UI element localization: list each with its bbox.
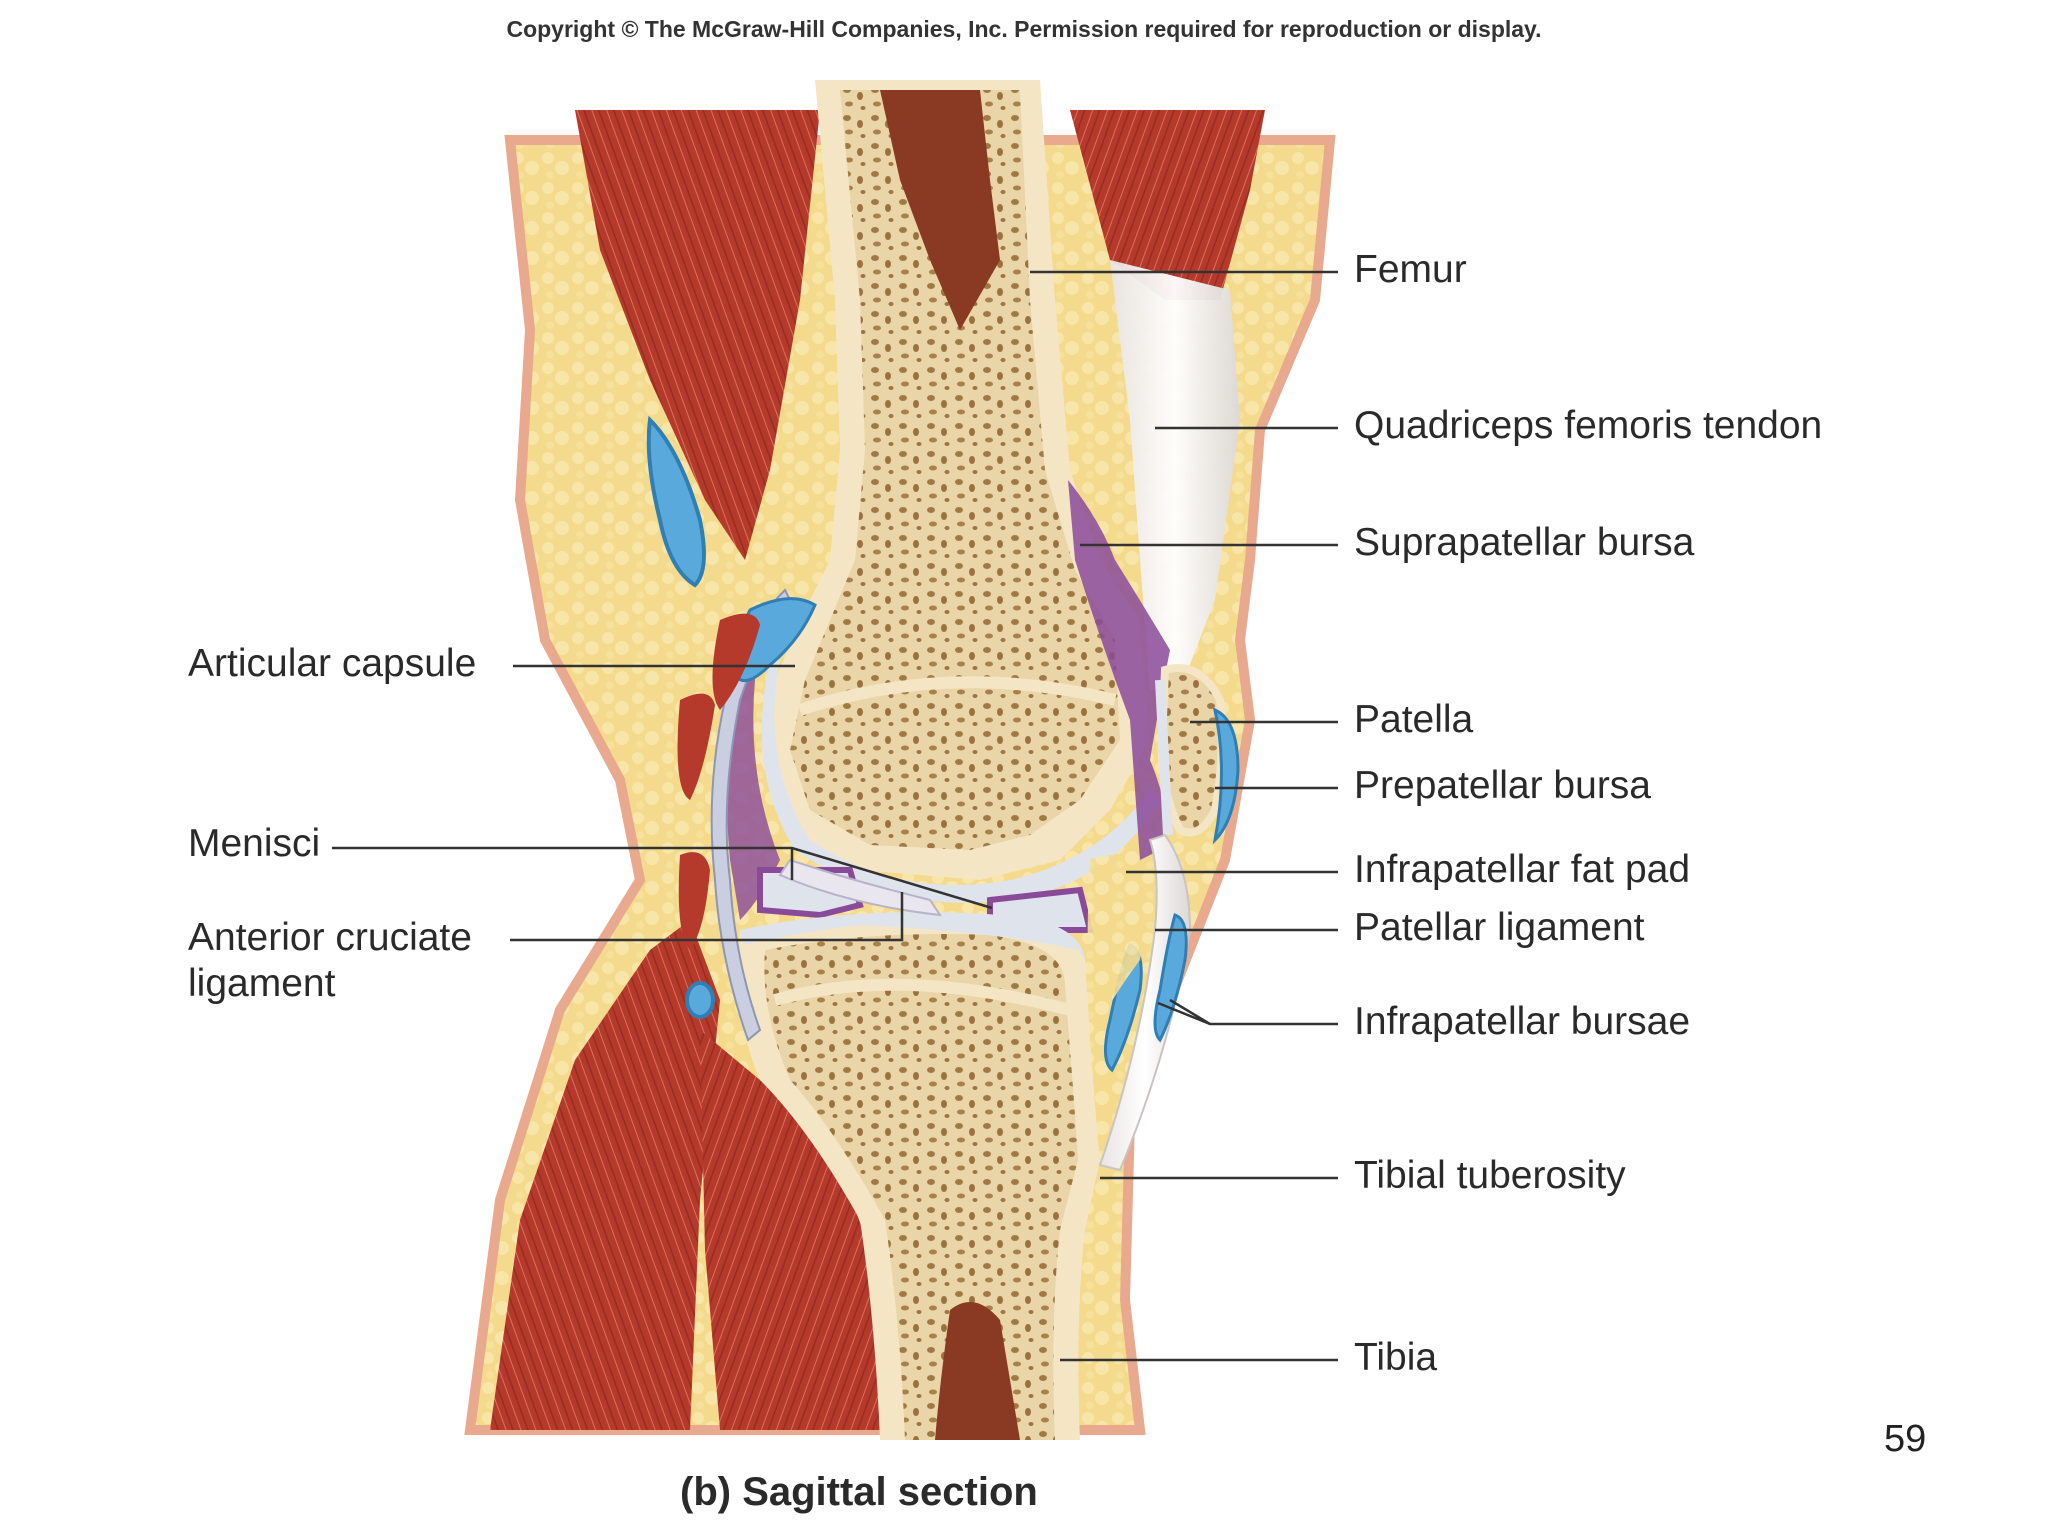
- label-infrapatellar-bursae: Infrapatellar bursae: [1354, 1000, 1691, 1043]
- femur-epiphyseal-line: [798, 676, 1117, 716]
- anterior-cruciate-ligament: [778, 858, 943, 917]
- quadriceps-muscle: [1070, 110, 1265, 300]
- copyright-notice: Copyright © The McGraw-Hill Companies, I…: [506, 16, 1542, 42]
- infrapatellar-bursa-upper: [1153, 913, 1188, 1043]
- calf-muscle-left: [490, 920, 720, 1430]
- posterior-thigh-muscle: [575, 110, 820, 560]
- label-articular-capsule: Articular capsule: [188, 642, 477, 685]
- leader-infrapatellar-bursae-a: [1169, 998, 1338, 1026]
- leader-infrapatellar-bursae-b: [1157, 1001, 1211, 1026]
- page-number: 59: [1884, 1418, 1927, 1460]
- gastrocnemius-head-lower: [678, 852, 710, 950]
- suprapatellar-bursa: [1068, 480, 1170, 860]
- leader-anterior-cruciate: [510, 892, 904, 942]
- femur-marrow: [880, 90, 1000, 330]
- patella-cartilage: [1155, 679, 1173, 836]
- label-anterior-cruciate-line1: Anterior cruciate: [188, 916, 472, 959]
- infrapatellar-fat-pad: [1087, 855, 1145, 1040]
- label-infrapatellar-fat-pad: Infrapatellar fat pad: [1354, 848, 1691, 891]
- prepatellar-bursa: [1212, 707, 1240, 845]
- label-quadriceps-tendon: Quadriceps femoris tendon: [1354, 404, 1823, 447]
- quadriceps-tendon: [1110, 260, 1240, 690]
- label-anterior-cruciate-line2: ligament: [188, 962, 336, 1005]
- popliteal-vessel: [685, 981, 715, 1019]
- gastrocnemius-head-upper: [712, 613, 760, 710]
- tibia-articular-cartilage: [740, 912, 1085, 960]
- label-tibia: Tibia: [1354, 1336, 1438, 1379]
- tibia-marrow: [935, 1302, 1020, 1440]
- tibia-epiphyseal-line: [773, 978, 1072, 1016]
- patellar-ligament: [1098, 833, 1192, 1172]
- label-tibial-tuberosity: Tibial tuberosity: [1354, 1154, 1626, 1197]
- label-menisci: Menisci: [188, 822, 321, 865]
- leader-lines: [332, 270, 1338, 1362]
- label-prepatellar-bursa: Prepatellar bursa: [1354, 764, 1651, 807]
- popliteal-vein: [646, 415, 706, 588]
- tibia-spongy-bone: [764, 934, 1078, 1440]
- label-suprapatellar-bursa: Suprapatellar bursa: [1354, 521, 1695, 564]
- femur-spongy-bone: [790, 90, 1120, 850]
- calf-muscle-right: [700, 1030, 880, 1430]
- label-femur: Femur: [1354, 248, 1467, 291]
- figure-caption: (b) Sagittal section: [680, 1470, 1038, 1514]
- label-patellar-ligament: Patellar ligament: [1354, 906, 1645, 949]
- label-patella: Patella: [1354, 698, 1474, 741]
- gastrocnemius-head-middle: [677, 693, 715, 800]
- posterior-synovial-membrane: [727, 640, 780, 920]
